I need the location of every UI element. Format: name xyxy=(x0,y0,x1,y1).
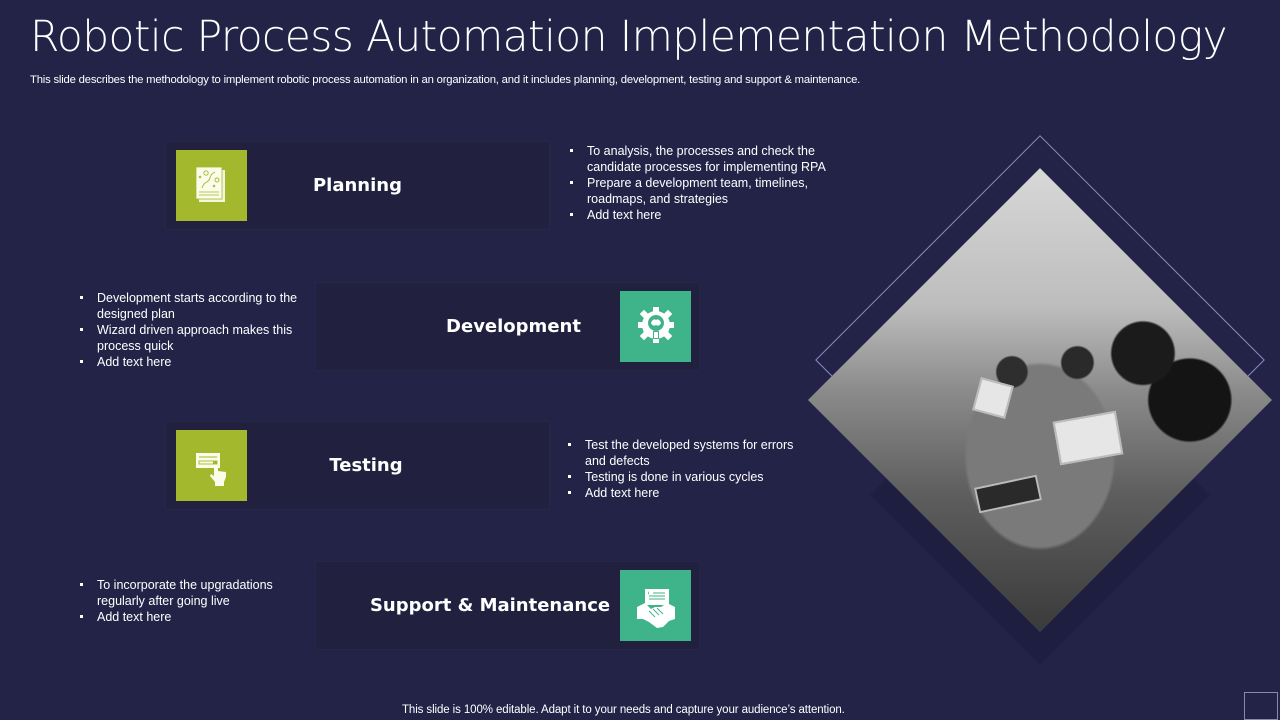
bullet-item: Testing is done in various cycles xyxy=(565,469,805,485)
bullet-item: Test the developed systems for errors an… xyxy=(565,437,805,469)
bullet-item: Add text here xyxy=(565,485,805,501)
corner-placeholder-box xyxy=(1244,692,1278,720)
footer-note: This slide is 100% editable. Adapt it to… xyxy=(402,704,845,716)
photo-laptop xyxy=(1052,410,1124,466)
support-icon-box xyxy=(620,570,691,641)
bullet-item: Add text here xyxy=(77,354,302,370)
planning-icon-box xyxy=(176,150,247,221)
bullet-item: Development starts according to the desi… xyxy=(77,290,302,322)
testing-card: Testing xyxy=(166,422,549,509)
gear-lightbulb-brain-icon xyxy=(637,306,674,343)
support-maintenance-card: Support & Maintenance xyxy=(316,562,699,649)
testing-icon-box xyxy=(176,430,247,501)
photo-content xyxy=(808,168,1272,632)
development-label: Development xyxy=(446,316,581,337)
click-form-hand-icon xyxy=(195,452,226,486)
bullet-item: To analysis, the processes and check the… xyxy=(567,143,832,175)
photo-notebook xyxy=(973,474,1043,514)
support-maintenance-label: Support & Maintenance xyxy=(369,595,611,616)
bullet-item: Wizard driven approach makes this proces… xyxy=(77,322,302,354)
development-bullets: Development starts according to the desi… xyxy=(77,290,302,370)
slide-title: Robotic Process Automation Implementatio… xyxy=(30,12,1228,62)
photo-laptop xyxy=(972,377,1014,419)
handshake-contract-icon xyxy=(636,588,675,628)
testing-label: Testing xyxy=(329,455,403,476)
planning-card: Planning xyxy=(166,142,549,229)
strategy-document-icon xyxy=(195,166,225,202)
development-icon-box xyxy=(620,291,691,362)
development-card: Development xyxy=(316,283,699,370)
bullet-item: Add text here xyxy=(567,207,832,223)
planning-label: Planning xyxy=(312,175,402,196)
planning-bullets: To analysis, the processes and check the… xyxy=(567,143,832,223)
support-bullets: To incorporate the upgradations regularl… xyxy=(77,577,302,625)
bullet-item: Add text here xyxy=(77,609,302,625)
bullet-item: Prepare a development team, timelines, r… xyxy=(567,175,832,207)
testing-bullets: Test the developed systems for errors an… xyxy=(565,437,805,501)
slide-subtitle: This slide describes the methodology to … xyxy=(30,74,861,86)
team-meeting-photo xyxy=(808,168,1272,632)
bullet-item: To incorporate the upgradations regularl… xyxy=(77,577,302,609)
